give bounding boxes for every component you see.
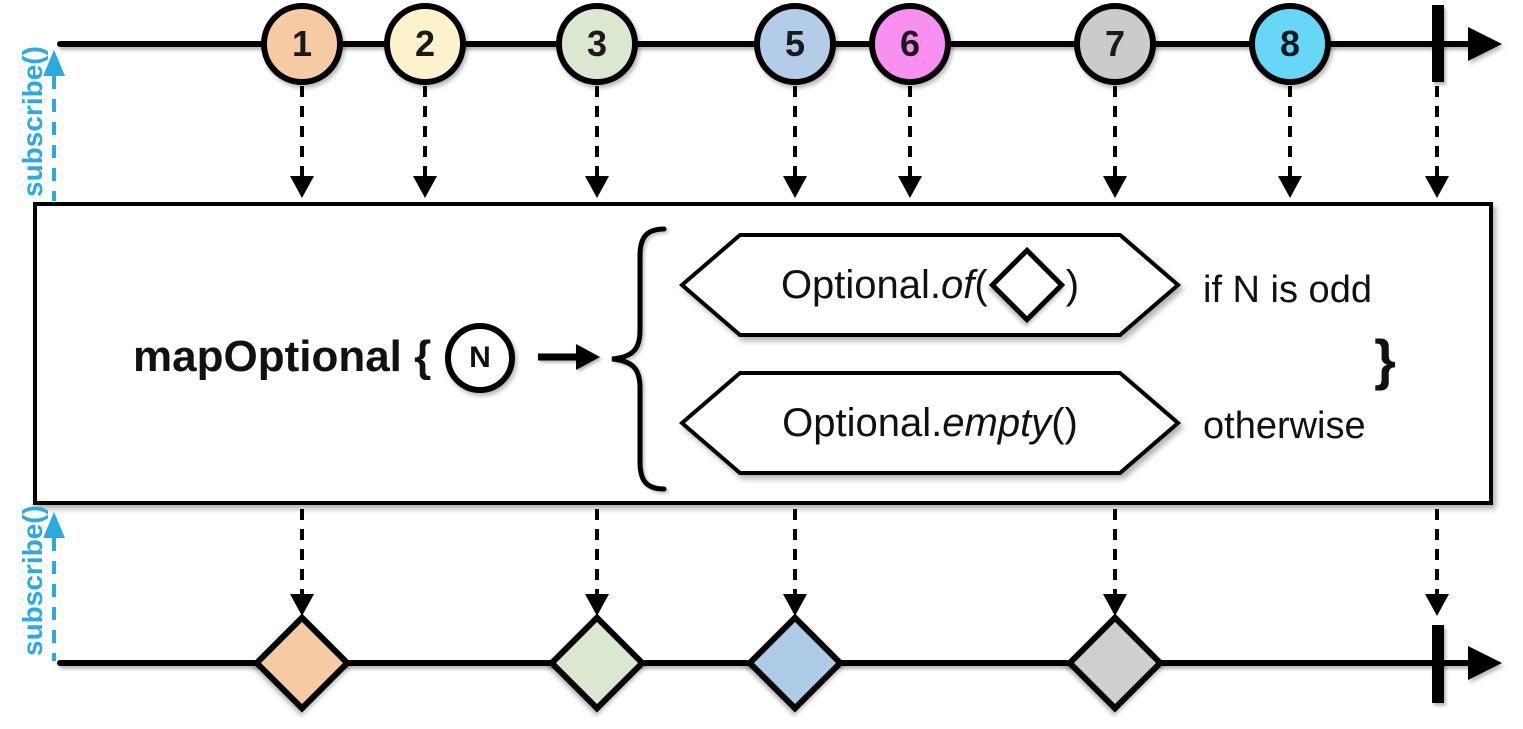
dashed-line [52, 538, 56, 661]
down-arrowhead-icon [783, 594, 807, 616]
dashed-line [595, 509, 599, 594]
dashed-line [793, 509, 797, 594]
operator-closing-brace: } [1374, 328, 1396, 391]
emit-arrow-2 [413, 86, 437, 198]
result-arrow-3 [585, 509, 609, 616]
result-timeline-arrowhead-icon [1468, 646, 1502, 680]
source-marble-8: 8 [1249, 3, 1331, 85]
down-arrowhead-icon [290, 176, 314, 198]
down-arrowhead-icon [1103, 176, 1127, 198]
condition-otherwise: otherwise [1203, 405, 1366, 447]
result-arrow-7 [1103, 509, 1127, 616]
emit-arrow-1 [290, 86, 314, 198]
method-name: of [941, 262, 975, 307]
param-marble: N [445, 323, 515, 393]
open-paren: ( [1051, 400, 1065, 445]
result-diamond-5 [745, 613, 845, 713]
dashed-line [1288, 86, 1292, 176]
down-arrowhead-icon [585, 176, 609, 198]
operator-name: mapOptional { [133, 332, 432, 381]
result-diamond-icon [988, 246, 1065, 324]
marble-value: 5 [784, 23, 806, 64]
result-diamond-7 [1065, 613, 1165, 713]
down-arrowhead-icon [1425, 176, 1449, 198]
emit-arrow-6 [898, 86, 922, 198]
source-marble-7: 7 [1074, 3, 1156, 85]
close-paren: ) [1065, 262, 1080, 307]
branch-odd-expression: Optional.of() [682, 235, 1178, 335]
source-marble-6: 6 [869, 3, 951, 85]
optional-prefix: Optional. [780, 262, 942, 307]
down-arrowhead-icon [783, 176, 807, 198]
subscribe-arrow-top [42, 50, 66, 201]
emit-arrow-7 [1103, 86, 1127, 198]
source-marble-1: 1 [261, 3, 343, 85]
source-marble-2: 2 [384, 3, 466, 85]
dashed-line [423, 86, 427, 176]
marble-value: 2 [414, 23, 436, 64]
source-timeline-arrowhead-icon [1468, 27, 1502, 61]
subscribe-arrow-bottom [42, 512, 66, 661]
param-label: N [469, 341, 491, 374]
down-arrowhead-icon [1103, 594, 1127, 616]
dashed-line [595, 86, 599, 176]
result-diamond-3 [547, 613, 647, 713]
marble-value: 1 [291, 23, 313, 64]
result-diamond-1 [252, 613, 352, 713]
emit-arrow-3 [585, 86, 609, 198]
source-marble-3: 3 [556, 3, 638, 85]
down-arrowhead-icon [290, 594, 314, 616]
dashed-line [1435, 509, 1439, 594]
dashed-line [52, 76, 56, 201]
down-arrowhead-icon [1278, 176, 1302, 198]
dashed-line [793, 86, 797, 176]
close-paren: ) [1064, 400, 1078, 445]
down-arrowhead-icon [413, 176, 437, 198]
dashed-line [300, 86, 304, 176]
marble-value: 7 [1104, 23, 1126, 64]
dashed-line [1113, 86, 1117, 176]
open-paren: ( [974, 262, 988, 307]
result-complete-bar [1432, 625, 1444, 703]
source-complete-bar [1432, 5, 1444, 82]
complete-arrow-bottom [1425, 509, 1449, 616]
complete-arrow-top [1425, 86, 1449, 198]
dashed-line [1435, 86, 1439, 176]
condition-odd: if N is odd [1203, 269, 1372, 311]
dashed-line [1113, 509, 1117, 594]
marble-value: 8 [1279, 23, 1301, 64]
up-arrowhead-icon [43, 50, 65, 76]
marble-value: 6 [899, 23, 921, 64]
source-marble-5: 5 [754, 3, 836, 85]
down-arrowhead-icon [898, 176, 922, 198]
result-arrow-1 [290, 509, 314, 616]
down-arrowhead-icon [585, 594, 609, 616]
optional-prefix: Optional. [782, 400, 943, 445]
dashed-line [300, 509, 304, 594]
emit-arrow-8 [1278, 86, 1302, 198]
subscribe-label-bottom: subscribe() [17, 505, 48, 656]
branch-otherwise-expression: Optional.empty() [682, 373, 1178, 473]
down-arrowhead-icon [1425, 594, 1449, 616]
marble-value: 3 [586, 23, 608, 64]
up-arrowhead-icon [43, 512, 65, 538]
dashed-line [908, 86, 912, 176]
emit-arrow-5 [783, 86, 807, 198]
subscribe-label-top: subscribe() [17, 46, 48, 197]
result-arrow-5 [783, 509, 807, 616]
method-name: empty [942, 400, 1052, 445]
